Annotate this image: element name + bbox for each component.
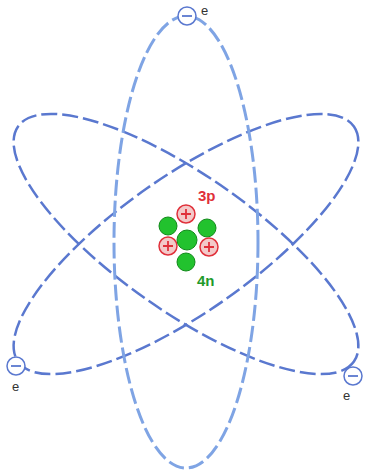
electron (7, 357, 25, 375)
electron (344, 367, 362, 385)
neutron (177, 253, 195, 271)
orbit (0, 71, 373, 418)
neutron (177, 230, 197, 250)
electrons (7, 7, 362, 385)
electron-label: e (201, 4, 208, 17)
orbit (0, 71, 373, 418)
neutron (198, 219, 216, 237)
proton (159, 237, 177, 255)
nucleus (159, 205, 218, 271)
proton-count: 3p (198, 188, 216, 203)
orbits (0, 16, 373, 468)
neutron-count: 4n (197, 273, 215, 288)
electron-label: e (12, 380, 19, 393)
neutron (159, 217, 177, 235)
proton (200, 238, 218, 256)
orbit (114, 16, 258, 468)
electron-label: e (343, 389, 350, 402)
proton (177, 205, 195, 223)
electron (178, 7, 196, 25)
